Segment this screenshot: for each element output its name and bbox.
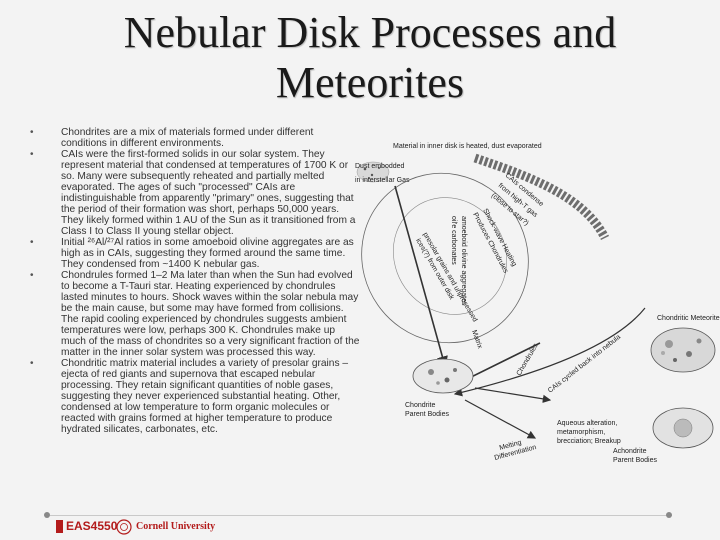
matrix-arrow — [394, 185, 448, 368]
cais-cycled-label: CAIs cycled back into nebula — [547, 334, 622, 395]
achondrite-label: Achondrite — [613, 448, 647, 455]
melting-arrow — [464, 399, 537, 439]
matrix-label: Matrix — [470, 329, 483, 350]
university-name: Cornell University — [136, 521, 216, 532]
course-code: EAS4550 — [66, 519, 118, 533]
bullet-item: Initial ²⁶Al/²⁷Al ratios in some amoeboi… — [30, 237, 362, 270]
chondrite-parent-body-icon — [412, 358, 474, 394]
chondrite-parent-label: Parent Bodies — [405, 411, 449, 418]
dust-label: in interstellar Gas — [355, 177, 410, 184]
bullet-item: Chondrites are a mix of materials formed… — [30, 127, 362, 149]
bullet-item: Chondrules formed 1–2 Ma later than when… — [30, 270, 362, 358]
cais-cycled-arrow — [453, 307, 646, 397]
diagram-header: Material in inner disk is heated, dust e… — [393, 143, 542, 150]
alteration-label: brecciation; Breakup — [557, 438, 621, 445]
aoa-label: amoeboid olivine aggregates — [460, 216, 467, 306]
chondrules-label: Chondrules — [516, 342, 540, 377]
chondritic-meteorite-label: Chondritic Meteorite — [657, 315, 720, 322]
dust-label: Dust embodded — [355, 163, 405, 170]
slide-title: Nebular Disk Processes and Meteorites — [123, 8, 617, 107]
alteration-arrow — [474, 387, 552, 404]
course-logo: EAS4550 — [56, 519, 117, 533]
footer-divider — [50, 515, 672, 516]
dust-cloud-icon — [356, 161, 390, 183]
chondritic-meteorite-icon — [650, 327, 716, 373]
university-seal-icon — [116, 519, 132, 535]
chondrite-parent-label: Chondrite — [405, 402, 435, 409]
footer-dot — [666, 512, 672, 518]
heated-band-icon — [473, 153, 610, 241]
aoa-label: oil'e carbonates — [450, 216, 457, 265]
bullet-list: Chondrites are a mix of materials formed… — [30, 127, 362, 435]
bullet-item: Chondritic matrix material includes a va… — [30, 358, 362, 435]
alteration-label: metamorphism, — [557, 429, 605, 436]
achondrite-parent-body-icon — [652, 407, 714, 449]
course-logo-mark-icon — [56, 519, 63, 533]
meteorite-diagram: Material in inner disk is heated, dust e… — [355, 138, 720, 478]
alteration-label: Aqueous alteration, — [557, 420, 617, 427]
bullet-item: CAIs were the first-formed solids in our… — [30, 149, 362, 237]
achondrite-label: Parent Bodies — [613, 457, 657, 464]
footer-dot — [44, 512, 50, 518]
